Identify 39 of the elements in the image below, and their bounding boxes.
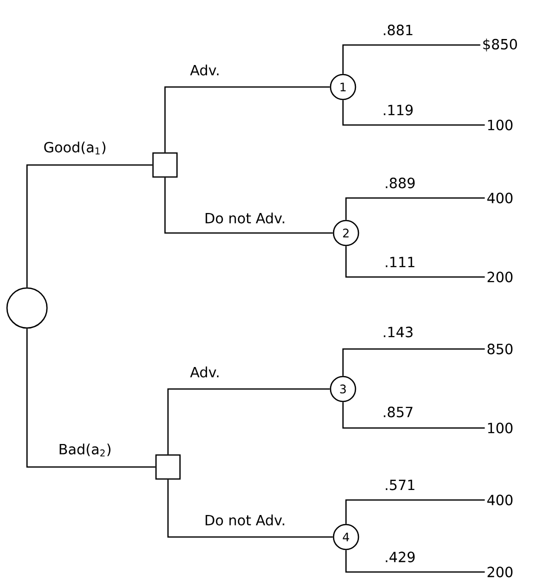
- edge-label: Adv.: [190, 366, 218, 378]
- edge-label: .881: [384, 24, 412, 36]
- edge-label: .119: [384, 104, 413, 116]
- edge-label: Adv.: [190, 64, 218, 76]
- payoff-label: 400: [487, 494, 512, 506]
- edge-label: Good(a$_{1}$): [44, 142, 106, 154]
- branch-line: [26, 328, 156, 468]
- branch-line: [26, 164, 152, 288]
- edge-label: .889: [386, 178, 415, 188]
- branch-line: [345, 246, 485, 278]
- branch-line: [345, 197, 485, 220]
- payoff-label: 200: [488, 566, 512, 578]
- branch-line: [164, 86, 330, 152]
- branch-line: [167, 480, 333, 538]
- branch-line: [167, 388, 330, 454]
- payoff-label: 200: [488, 272, 512, 282]
- decision-square: [155, 454, 181, 480]
- edge-label: .111: [386, 256, 414, 268]
- branch-line: [345, 499, 485, 524]
- edge-label: Do not Adv.: [206, 212, 284, 224]
- payoff-label: $850: [483, 38, 517, 52]
- branch-line: [164, 178, 333, 234]
- branch-line: [342, 348, 485, 376]
- edge-label: .857: [384, 406, 412, 418]
- payoff-label: 400: [487, 192, 512, 204]
- edge-label: .429: [386, 552, 415, 562]
- decision-square: [152, 152, 178, 178]
- edge-label: Do not Adv.: [206, 514, 284, 526]
- payoff-label: 100: [488, 422, 512, 434]
- edge-label: .143: [384, 326, 412, 338]
- branch-line: [342, 100, 485, 126]
- branch-line: [342, 402, 485, 429]
- branch-line: [345, 550, 485, 573]
- branch-line: [342, 44, 480, 74]
- root-circle: [6, 287, 48, 329]
- edge-label: Bad(a$_{2}$): [60, 444, 110, 456]
- payoff-label: 100: [488, 120, 512, 130]
- edge-label: .571: [386, 480, 414, 490]
- payoff-label: 850: [488, 344, 512, 354]
